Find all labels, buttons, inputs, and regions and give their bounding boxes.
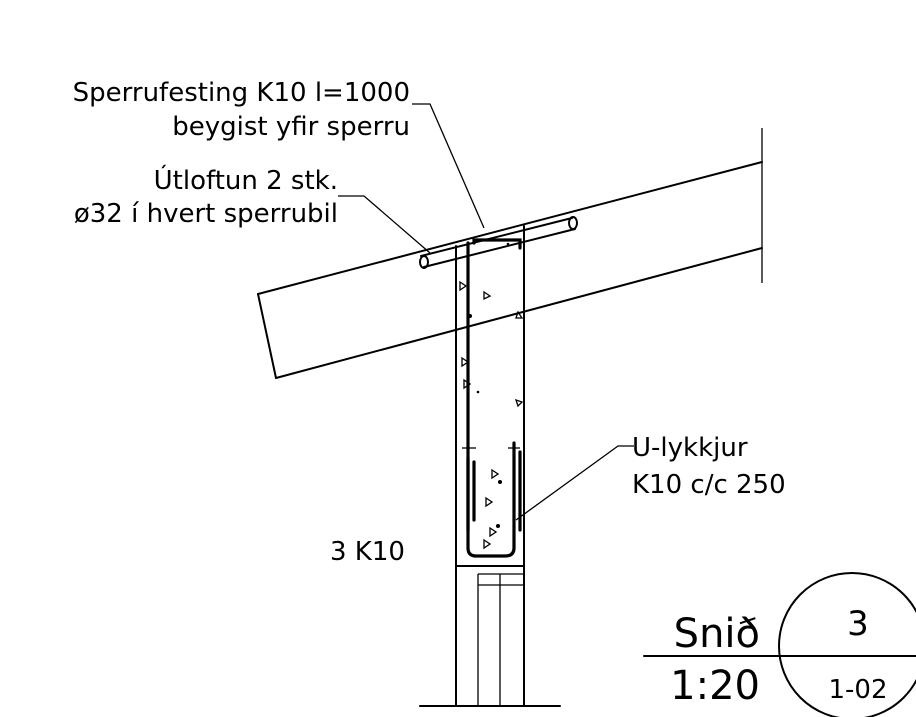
aggregate-marks: [459, 242, 524, 550]
sheet-reference: 1-02: [828, 675, 887, 705]
section-title: Snið: [674, 611, 760, 657]
ventilation-pipe: [419, 216, 578, 269]
stirrup-reinforcement: [462, 238, 522, 558]
rafter-fixing-label-line2: beygist yfir sperru: [172, 112, 410, 142]
rebar-count-label: 3 K10: [330, 537, 405, 567]
ventilation-label-line2: ø32 í hvert sperrubil: [74, 199, 338, 229]
leader-lines: [338, 103, 634, 521]
section-scale: 1:20: [670, 663, 760, 709]
u-bars-label-line2: K10 c/c 250: [632, 470, 786, 500]
wall-below: [477, 573, 524, 705]
section-marker-circle: [778, 572, 916, 717]
title-block: Snið 1:20 3 1-02: [643, 572, 916, 717]
ventilation-label-line1: Útloftun 2 stk.: [154, 164, 338, 196]
concrete-beam: [419, 225, 561, 707]
u-bars-label-line1: U-lykkjur: [632, 433, 748, 463]
rafter-fixing-label-line1: Sperrufesting K10 l=1000: [73, 78, 410, 108]
section-number: 3: [847, 604, 869, 644]
